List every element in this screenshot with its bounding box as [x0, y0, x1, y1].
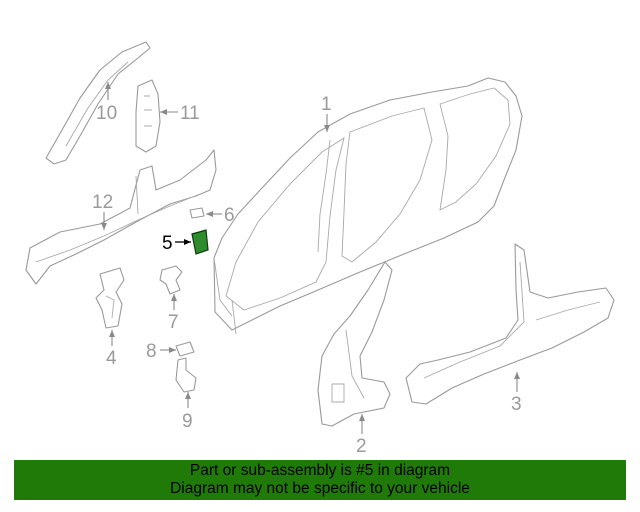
callout-5: 5 [162, 233, 173, 254]
callout-8: 8 [146, 341, 157, 362]
part-2-pillar-reinforcement[interactable] [317, 261, 393, 427]
part-10-roof-rail[interactable] [45, 41, 151, 165]
part-6-plate[interactable] [189, 207, 205, 219]
callout-7: 7 [168, 312, 179, 333]
callout-10: 10 [96, 103, 117, 124]
part-8-tab[interactable] [175, 341, 195, 357]
callout-12: 12 [92, 192, 113, 213]
callout-3: 3 [511, 394, 522, 415]
banner-line-2: Diagram may not be specific to your vehi… [170, 480, 470, 497]
callout-1: 1 [321, 94, 332, 115]
info-banner: Part or sub-assembly is #5 in diagram Di… [14, 460, 626, 500]
callout-6: 6 [224, 205, 235, 226]
part-12-sill-reinforcement[interactable] [25, 149, 217, 285]
callout-4: 4 [106, 348, 117, 369]
callout-2: 2 [356, 436, 367, 457]
callout-11: 11 [180, 103, 200, 124]
part-9-bracket[interactable] [175, 357, 197, 393]
banner-line-1: Part or sub-assembly is #5 in diagram [189, 462, 451, 479]
part-11-b-pillar-inner[interactable] [135, 79, 161, 153]
part-4-bracket[interactable] [95, 267, 125, 329]
part-1-body-side-panel[interactable] [213, 77, 523, 335]
part-7-bracket[interactable] [159, 265, 183, 295]
part-3-rocker-panel[interactable] [405, 243, 615, 405]
callout-9: 9 [182, 411, 193, 432]
part-5-highlighted[interactable] [191, 229, 209, 255]
